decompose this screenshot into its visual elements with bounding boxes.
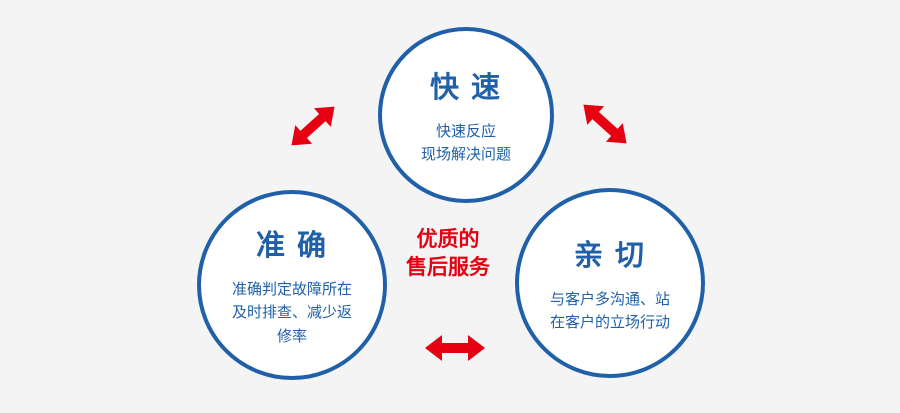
circle-accurate-title: 准 确 (255, 230, 329, 263)
circle-accurate-line-1: 准确判定故障所在 (231, 281, 352, 299)
circle-friendly-line-1: 与客户多沟通、站 (549, 290, 670, 308)
circle-friendly-title: 亲 切 (573, 239, 647, 272)
circle-accurate: 准 确 准确判定故障所在 及时排查、减少返 修率 (197, 190, 387, 380)
center-caption-line-2: 售后服务 (406, 256, 490, 280)
double-arrow-bottom-icon (424, 335, 486, 361)
circle-accurate-line-2: 及时排查、减少返 (231, 304, 352, 322)
circle-accurate-line-3: 修率 (276, 327, 307, 345)
center-caption-line-1: 优质的 (416, 228, 480, 251)
circle-friendly-line-2: 在客户的立场行动 (549, 314, 670, 331)
double-arrow-top-left-icon (282, 96, 344, 156)
circle-fast: 快 速 快速反应 现场解决问题 (378, 27, 554, 203)
circle-fast-line-2: 现场解决问题 (420, 146, 511, 163)
circle-fast-title: 快 速 (429, 71, 503, 104)
circle-fast-line-1: 快速反应 (435, 122, 496, 140)
double-arrow-top-right-icon (574, 94, 636, 154)
circle-friendly: 亲 切 与客户多沟通、站 在客户的立场行动 (515, 188, 705, 378)
center-caption: 优质的 售后服务 (393, 226, 503, 283)
